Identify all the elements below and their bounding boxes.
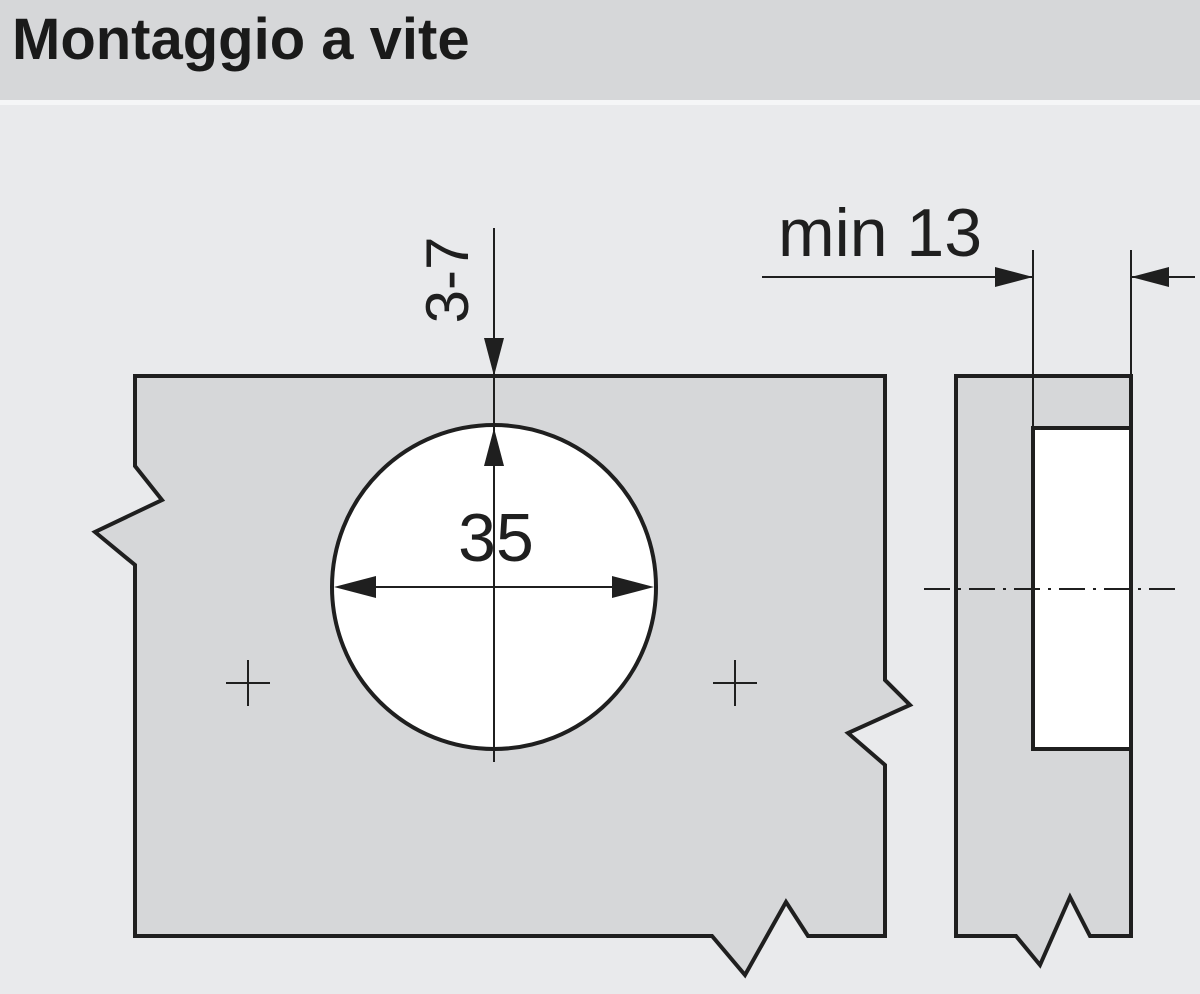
thickness-arrow-right: [1131, 267, 1169, 287]
diameter-arrow-left: [334, 576, 376, 598]
screw-mark-left: [226, 660, 270, 706]
hole-diameter-label: 35: [458, 500, 534, 576]
screw-mark-right: [713, 660, 757, 706]
min-thickness-label: min 13: [778, 195, 982, 271]
edge-arrow-down: [484, 338, 504, 376]
diameter-arrow-right: [612, 576, 654, 598]
edge-arrow-up: [484, 428, 504, 466]
page-title: Montaggio a vite: [12, 7, 470, 72]
thickness-arrow-left: [995, 267, 1033, 287]
header-bar: Montaggio a vite: [0, 0, 1200, 105]
edge-distance-label: 3-7: [414, 237, 481, 324]
